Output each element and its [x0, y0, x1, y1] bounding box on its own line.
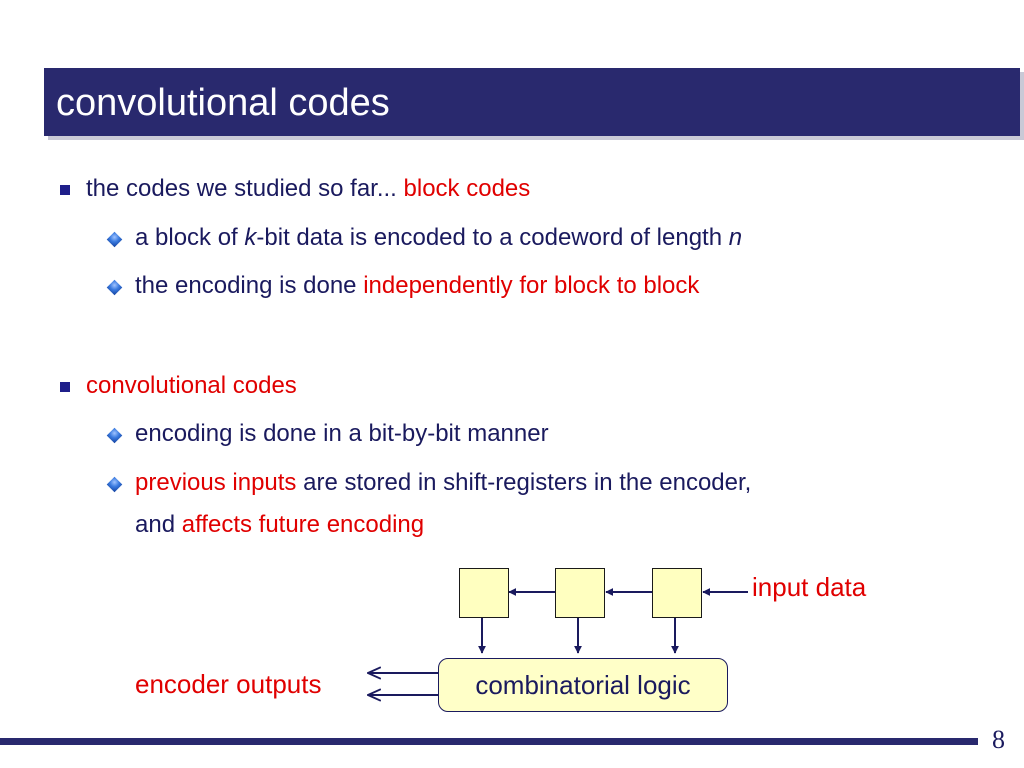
bullet-1-text: the codes we studied so far...: [86, 175, 404, 202]
encoder-outputs-label: encoder outputs: [135, 669, 322, 699]
bullet-1-sub-2-text: the encoding is done: [135, 272, 364, 299]
input-data-label: input data: [752, 572, 867, 602]
bullet-2-highlight: convolutional codes: [86, 372, 297, 399]
variable-n: n: [728, 224, 743, 251]
shift-register-1: [459, 568, 509, 618]
bullet-2-sub-1: encoding is done in a bit-by-bit manner: [135, 420, 549, 447]
footer-bar: [0, 738, 978, 745]
bullet-1-sub-2: the encoding is done independently for b…: [135, 271, 699, 301]
bullet-2-sub-2-highlight-2: affects future encoding: [181, 511, 425, 538]
title-bar: [44, 68, 1020, 136]
bullet-1: the codes we studied so far... block cod…: [86, 174, 530, 204]
bullet-2-sub-2-text-1: are stored in shift-registers in the enc…: [296, 469, 752, 496]
bullet-1-sub-2-highlight: independently for block to block: [363, 272, 700, 299]
square-bullet-icon: [60, 382, 70, 392]
bullet-1-highlight: block codes: [403, 175, 531, 202]
bullet-2-sub-2-text-2: and: [135, 511, 182, 538]
bullet-1-sub-1: a block of k-bit data is encoded to a co…: [135, 223, 742, 253]
bullet-2-sub-2-line-2: and affects future encoding: [135, 510, 424, 540]
bullet-2: convolutional codes: [86, 371, 297, 401]
bullet-1-sub-1-text-b: -bit data is encoded to a codeword of le…: [256, 224, 729, 251]
bullet-2-sub-2-highlight-1: previous inputs: [135, 469, 297, 496]
square-bullet-icon: [60, 185, 70, 195]
slide-title: convolutional codes: [56, 82, 390, 124]
shift-register-3: [652, 568, 702, 618]
shift-register-2: [555, 568, 605, 618]
bullet-1-sub-1-text-a: a block of: [135, 224, 245, 251]
page-number: 8: [992, 725, 1005, 754]
combinatorial-logic-box: combinatorial logic: [438, 658, 728, 712]
bullet-2-sub-2-line-1: previous inputs are stored in shift-regi…: [135, 468, 751, 498]
variable-k: k: [244, 224, 257, 251]
